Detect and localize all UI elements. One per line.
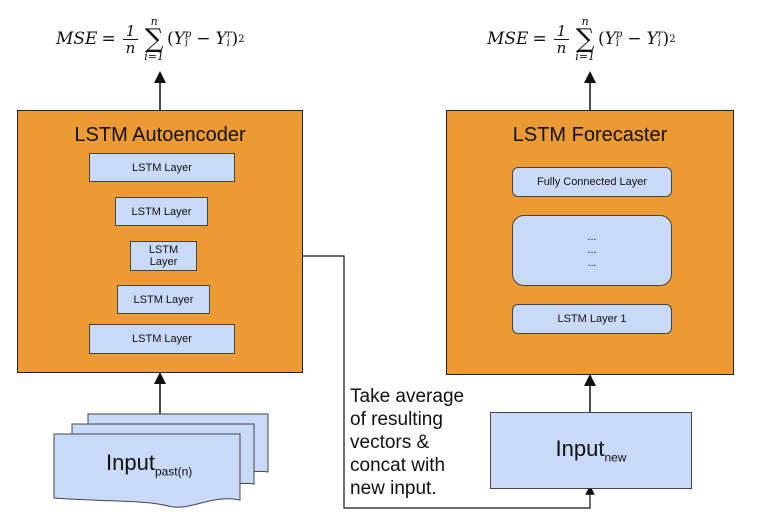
document-stack-icon	[53, 413, 269, 508]
input-past-label: Inputpast(n)	[106, 450, 193, 479]
autoencoder-layer-4: LSTM Layer	[117, 285, 210, 314]
lstm-layer-1: LSTM Layer 1	[512, 304, 672, 334]
input-past-stack: Inputpast(n)	[50, 410, 275, 512]
forecaster-title: LSTM Forecaster	[512, 124, 668, 146]
lstm-forecaster-panel: LSTM Forecaster Fully Connected Layer ..…	[446, 110, 734, 375]
lstm-autoencoder-panel: LSTM Autoencoder LSTM Layer LSTM Layer L…	[17, 110, 303, 373]
hidden-layers-ellipsis: ... ... ...	[512, 215, 672, 286]
autoencoder-layer-5: LSTM Layer	[89, 324, 235, 354]
autoencoder-layer-1: LSTM Layer	[89, 153, 235, 182]
fully-connected-layer: Fully Connected Layer	[512, 167, 672, 197]
autoencoder-layer-2: LSTM Layer	[115, 197, 208, 226]
input-new-box: Inputnew	[490, 412, 692, 489]
autoencoder-bottleneck-layer: LSTM Layer	[130, 241, 197, 271]
input-new-label: Inputnew	[555, 436, 627, 465]
autoencoder-title: LSTM Autoencoder	[74, 124, 246, 146]
connector-note: Take average of resulting vectors & conc…	[350, 386, 465, 499]
